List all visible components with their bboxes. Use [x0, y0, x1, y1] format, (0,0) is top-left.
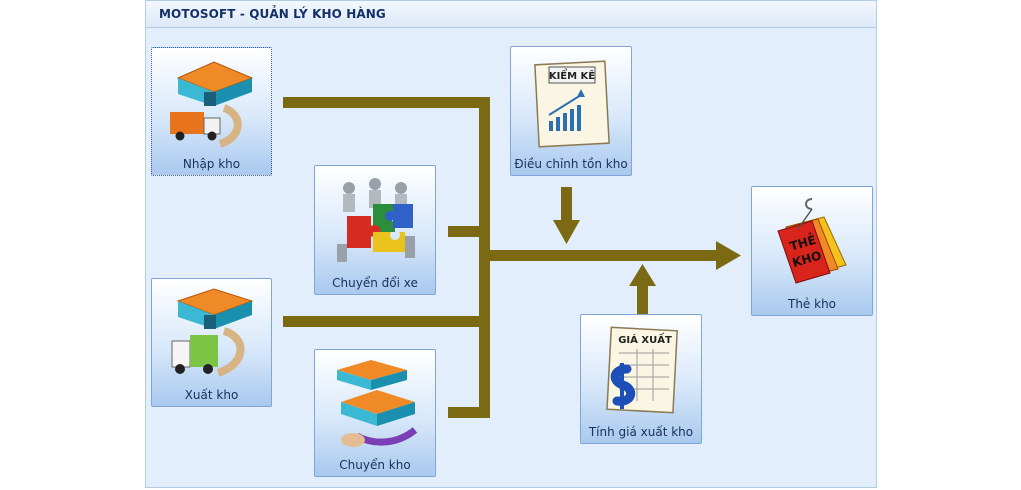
- module-panel: MOTOSOFT - QUẢN LÝ KHO HÀNG: [145, 0, 877, 488]
- warehouse-import-icon: [169, 61, 253, 148]
- warehouse-transfer-icon: [337, 360, 418, 447]
- tile-label: Thẻ kho: [787, 297, 837, 311]
- icon-text: KIỂM KÊ: [549, 67, 595, 82]
- icon-text: GIÁ XUẤT: [618, 331, 672, 346]
- page-title: MOTOSOFT - QUẢN LÝ KHO HÀNG: [159, 7, 386, 21]
- tile-label: Tính giá xuất kho: [588, 425, 694, 439]
- tile-label: Xuất kho: [184, 388, 239, 402]
- stock-card-tag-icon: THẺ KHO: [777, 198, 847, 284]
- puzzle-people-icon: [337, 178, 415, 262]
- warehouse-export-icon: [171, 288, 254, 377]
- tile-label: Chuyển kho: [339, 458, 411, 472]
- tile-the-kho[interactable]: THẺ KHO Thẻ kho: [751, 186, 873, 316]
- flow-connectors: [283, 97, 741, 418]
- price-calculation-icon: GIÁ XUẤT: [606, 326, 678, 414]
- tile-label: Chuyển đổi xe: [332, 276, 418, 290]
- tile-dieu-chinh-ton-kho[interactable]: KIỂM KÊ Điều chỉnh tồn kho: [510, 46, 632, 176]
- tile-label: Điều chỉnh tồn kho: [514, 157, 628, 171]
- inventory-check-icon: KIỂM KÊ: [534, 60, 610, 148]
- tile-tinh-gia-xuat-kho[interactable]: GIÁ XUẤT Tính giá xuất kho: [580, 314, 702, 444]
- tile-chuyen-doi-xe[interactable]: Chuyển đổi xe: [314, 165, 436, 295]
- tile-nhap-kho[interactable]: Nhập kho: [151, 47, 272, 176]
- tile-label: Nhập kho: [182, 157, 241, 171]
- tile-chuyen-kho[interactable]: Chuyển kho: [314, 349, 436, 477]
- panel-header: MOTOSOFT - QUẢN LÝ KHO HÀNG: [146, 1, 876, 28]
- tile-xuat-kho[interactable]: Xuất kho: [151, 278, 272, 407]
